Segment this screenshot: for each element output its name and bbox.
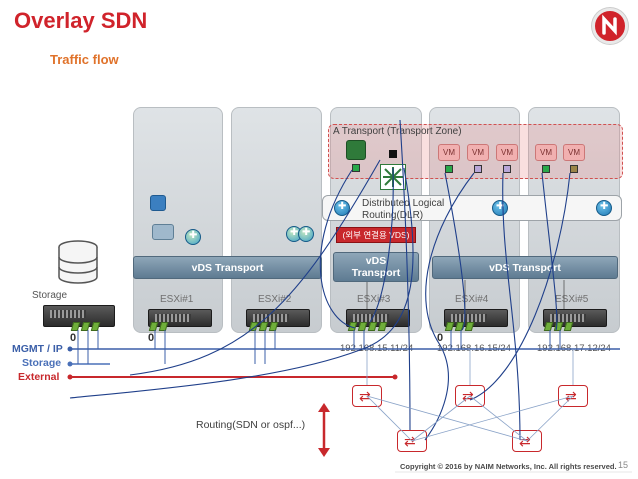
vm-port-icon (352, 164, 360, 172)
network-label-storage: Storage (22, 357, 62, 369)
vm-box: VM (467, 144, 489, 161)
network-label-mgmt: MGMT / IP (12, 343, 63, 355)
router-icon (492, 200, 508, 216)
logo-icon (592, 8, 628, 44)
host-label: ESXi#3 (357, 294, 391, 305)
host-label: ESXi#4 (455, 294, 489, 305)
host-label: ESXi#2 (258, 294, 292, 305)
footer-copyright: Copyright © 2016 by NAIM Networks, Inc. … (400, 462, 617, 471)
host-column-esxi1 (133, 107, 223, 333)
slide-subtitle: Traffic flow (50, 52, 119, 67)
vm-port-icon (474, 165, 482, 173)
vm-box: VM (438, 144, 460, 161)
transport-zone-label: A Transport (Transport Zone) (333, 126, 462, 137)
vm-port-icon (570, 165, 578, 173)
nic-count-label: 0 (437, 332, 444, 344)
vm-box: VM (535, 144, 557, 161)
slide-title: Overlay SDN (14, 8, 148, 33)
storage-label: Storage (32, 290, 68, 301)
server-icon (43, 305, 115, 327)
vm-box: VM (496, 144, 518, 161)
network-label-external: External (18, 371, 60, 383)
storage-db-icon (57, 240, 99, 284)
vm-port-icon (389, 150, 397, 158)
globe-icon (185, 229, 201, 245)
controller-icon (346, 140, 366, 160)
vds-transport-bar: vDS Transport (133, 256, 322, 279)
routing-label: Routing(SDN or ospf...) (196, 419, 306, 431)
vds-transport-bar: vDS Transport (333, 252, 419, 282)
router-icon (596, 200, 612, 216)
host-label: ESXi#5 (555, 294, 589, 305)
edge-vds-label: (외부 연결용 VDS) (336, 227, 416, 243)
vcenter-icon (150, 195, 166, 211)
host-label: ESXi#1 (160, 294, 194, 305)
router-icon (334, 200, 350, 216)
dlr-box (322, 195, 622, 221)
nic-count-label: 0 (70, 332, 77, 344)
page-number: 15 (618, 460, 629, 470)
host-column-esxi2 (231, 107, 322, 333)
server-app-icon (152, 224, 174, 240)
vm-port-icon (503, 165, 511, 173)
vm-box: VM (563, 144, 585, 161)
nic-count-label: 0 (148, 332, 155, 344)
globe-icon (298, 226, 314, 242)
vm-port-icon (445, 165, 453, 173)
vm-port-icon (542, 165, 550, 173)
